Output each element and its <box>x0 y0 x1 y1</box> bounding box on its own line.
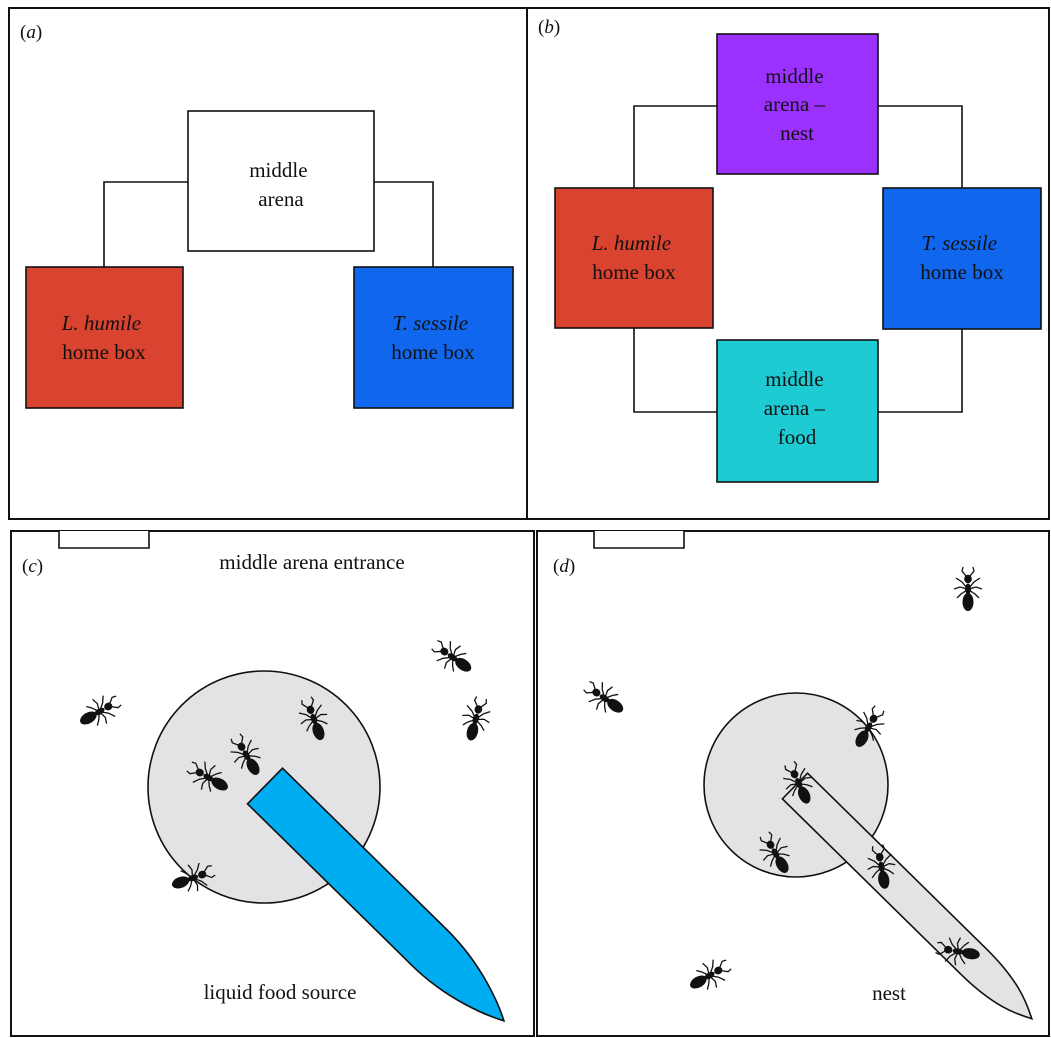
panel-b-frame <box>526 7 1050 520</box>
panel-a-middle-arena-box <box>187 110 375 252</box>
ant-icon <box>72 687 127 736</box>
ant-icon <box>577 673 632 724</box>
ant-icon <box>682 951 737 1000</box>
panel-c-entrance-gate <box>58 531 150 549</box>
panel-a-t-sessile-label: T. sessile home box <box>391 311 475 364</box>
panel-b-nest-box <box>716 33 879 175</box>
panel-c-letter: (c) <box>22 556 43 577</box>
panel-d-nest-tube <box>781 772 1034 1020</box>
panel-b-food-box <box>716 339 879 483</box>
panel-b-connectors <box>633 105 963 413</box>
panel-b-l-humile-box <box>554 187 714 329</box>
panel-b-t-sessile-box <box>882 187 1042 330</box>
panel-a: (a) middle arena L. humile home box T. s… <box>8 7 528 520</box>
panel-c-entrance-label: middle arena entrance <box>219 550 404 574</box>
panel-b: (b) middle arena – nest L. humile home b… <box>526 7 1050 520</box>
ant-icon <box>953 566 983 612</box>
panel-d-letter: (d) <box>553 556 575 577</box>
panel-a-letter: (a) <box>20 22 42 43</box>
panel-a-frame <box>8 7 528 520</box>
panel-d: (d) nest <box>536 530 1050 1037</box>
panel-a-l-humile-label: L. humile home box <box>61 311 147 364</box>
panel-c-food-tube <box>246 767 506 1022</box>
panel-c-frame <box>10 530 535 1037</box>
panel-b-nest-label: middle arena – nest <box>764 64 830 145</box>
panel-a-connectors <box>103 181 434 267</box>
panel-b-letter: (b) <box>538 17 560 38</box>
panel-c: (c) middle arena entrance liquid food so… <box>10 530 535 1037</box>
panel-d-frame <box>536 530 1050 1037</box>
panel-d-entrance-gate <box>593 531 685 549</box>
panel-c-source-label: liquid food source <box>204 980 357 1004</box>
panel-b-t-sessile-label: T. sessile home box <box>920 231 1004 284</box>
panel-b-food-label: middle arena – food <box>764 367 830 449</box>
panel-d-nest-label: nest <box>872 981 906 1005</box>
panel-b-l-humile-label: L. humile home box <box>591 231 677 284</box>
ant-icon <box>425 632 480 683</box>
panel-a-t-sessile-box <box>353 266 514 409</box>
ant-icon <box>455 693 496 745</box>
panel-a-l-humile-box <box>25 266 184 409</box>
panel-a-middle-arena-label: middle arena <box>249 158 313 211</box>
